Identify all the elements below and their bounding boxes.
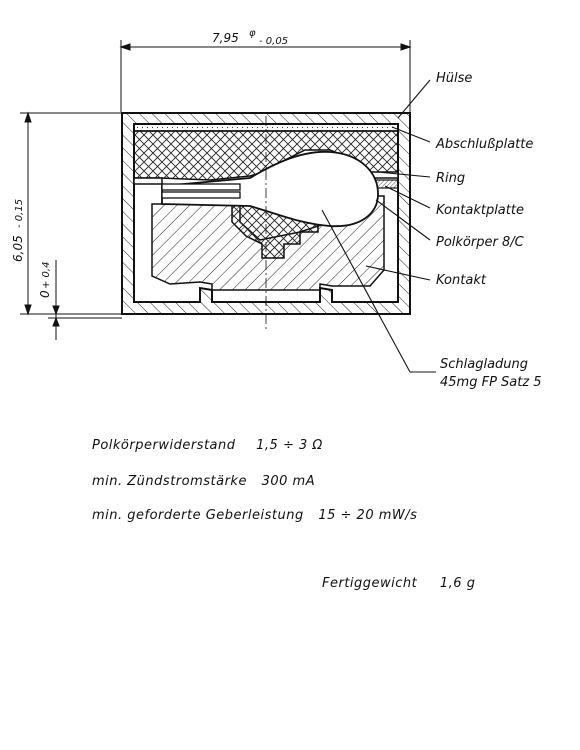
label-huelse: Hülse xyxy=(436,71,472,86)
offset-dim-tolerance: + 0,4 xyxy=(41,262,52,289)
label-schlagladung-amount: 45mg FP Satz 5 xyxy=(440,375,542,390)
spec-row-power: min. geforderte Geberleistung 15 ÷ 20 mW… xyxy=(92,508,417,523)
width-dim-symbol: φ xyxy=(249,28,256,39)
width-dimension xyxy=(119,40,412,112)
height-dimension xyxy=(20,111,122,340)
schlagladung-charge xyxy=(161,151,379,227)
weight-value: 1,6 g xyxy=(439,576,476,591)
weight-row: Fertiggewicht 1,6 g xyxy=(322,576,475,591)
label-schlagladung: Schlagladung xyxy=(440,357,528,372)
height-dim-tolerance: - 0,15 xyxy=(14,199,25,228)
spec-value-resistance: 1,5 ÷ 3 Ω xyxy=(256,438,323,453)
spec-row-current: min. Zündstromstärke 300 mA xyxy=(92,474,315,489)
weight-name: Fertiggewicht xyxy=(322,576,418,591)
offset-dim-value: 0 xyxy=(38,290,52,298)
leader-lines xyxy=(321,79,436,373)
spec-value-power: 15 ÷ 20 mW/s xyxy=(318,508,418,523)
spec-name-current: min. Zündstromstärke xyxy=(92,474,247,489)
label-polkoerper: Polkörper 8/C xyxy=(436,235,525,250)
label-ring: Ring xyxy=(436,171,465,186)
label-abschlussplatte: Abschlußplatte xyxy=(435,137,533,152)
bridge-rods xyxy=(161,183,241,199)
spec-name-resistance: Polkörperwiderstand xyxy=(92,438,236,453)
height-dim-value: 6,05 xyxy=(11,235,25,262)
huelse-shell xyxy=(121,112,411,315)
spec-value-current: 300 mA xyxy=(261,474,316,489)
label-kontaktplatte: Kontaktplatte xyxy=(436,203,524,218)
width-dim-value: 7,95 xyxy=(212,31,239,45)
label-kontakt: Kontakt xyxy=(436,273,487,288)
spec-name-power: min. geforderte Geberleistung xyxy=(92,508,304,523)
width-dim-tolerance: - 0,05 xyxy=(259,36,288,47)
spec-row-resistance: Polkörperwiderstand 1,5 ÷ 3 Ω xyxy=(92,438,323,453)
